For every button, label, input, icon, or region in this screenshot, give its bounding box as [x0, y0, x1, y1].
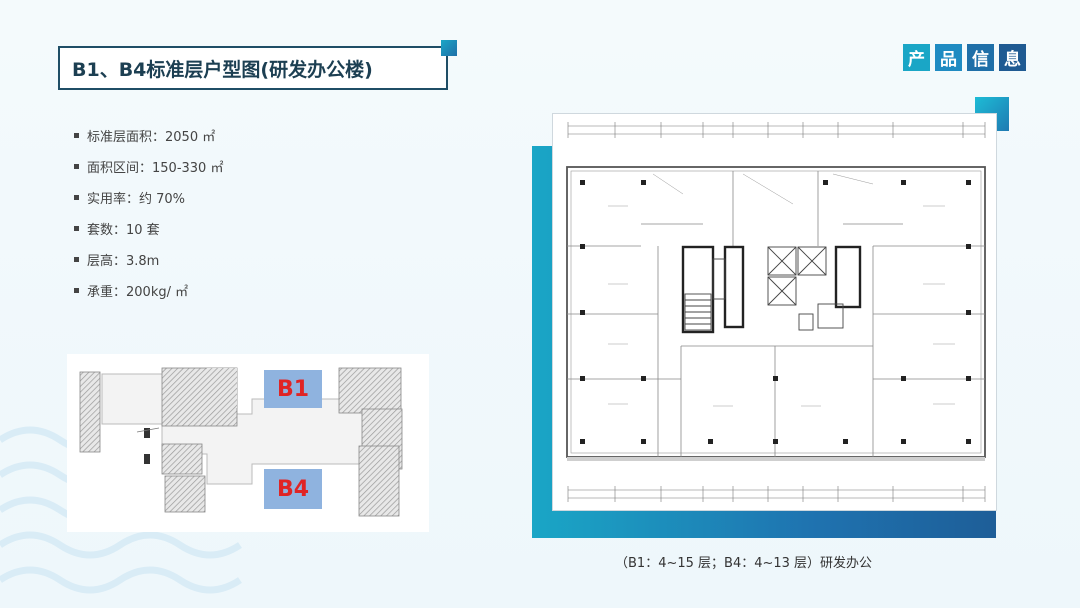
spec-floor-height: 层高：3.8m [87, 254, 160, 269]
floor-plan-drawing [566, 122, 986, 502]
spec-item: 承重：200kg/ ㎡ [74, 275, 223, 306]
page-title: B1、B4标准层户型图(研发办公楼) [72, 58, 373, 81]
floor-plan-image [552, 113, 997, 511]
spec-area-range: 面积区间：150-330 ㎡ [87, 161, 224, 176]
title-corner-accent [441, 40, 457, 56]
spec-unit-count: 套数：10 套 [87, 223, 160, 238]
spec-item: 面积区间：150-330 ㎡ [74, 151, 223, 182]
badge-char-1: 产 [903, 44, 930, 71]
building-b1-label: B1 [264, 370, 322, 408]
spec-item: 层高：3.8m [74, 244, 223, 275]
bullet-icon [74, 133, 79, 138]
page-title-box: B1、B4标准层户型图(研发办公楼) [58, 46, 448, 90]
site-plan-drawing [79, 367, 403, 517]
spec-item: 套数：10 套 [74, 213, 223, 244]
bullet-icon [74, 288, 79, 293]
spec-efficiency: 实用率：约 70% [87, 192, 186, 207]
spec-floor-area: 标准层面积：2050 ㎡ [87, 130, 216, 145]
badge-char-4: 息 [999, 44, 1026, 71]
specs-list: 标准层面积：2050 ㎡ 面积区间：150-330 ㎡ 实用率：约 70% 套数… [74, 120, 223, 306]
badge-char-3: 信 [967, 44, 994, 71]
badge-char-2: 品 [935, 44, 962, 71]
bullet-icon [74, 164, 79, 169]
bullet-icon [74, 195, 79, 200]
spec-item: 标准层面积：2050 ㎡ [74, 120, 223, 151]
bullet-icon [74, 257, 79, 262]
floor-plan-caption: （B1：4~15 层；B4：4~13 层）研发办公 [615, 556, 873, 571]
spec-item: 实用率：约 70% [74, 182, 223, 213]
building-b4-label: B4 [264, 469, 322, 509]
spec-load: 承重：200kg/ ㎡ [87, 285, 189, 300]
bullet-icon [74, 226, 79, 231]
section-badge: 产 品 信 息 [903, 44, 1026, 71]
site-plan-image: B1 B4 [67, 354, 429, 532]
